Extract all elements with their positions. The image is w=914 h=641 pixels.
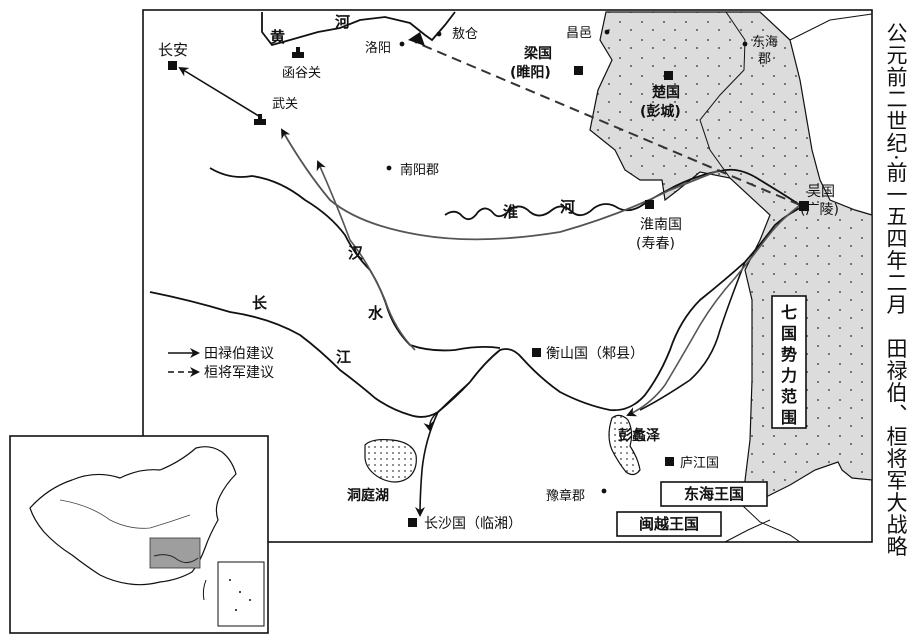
pengli-lake (608, 414, 641, 476)
route-huan-to-luoyang (414, 41, 801, 206)
marker-yuzhangjun (601, 488, 607, 494)
label-hengshan: 衡山国（邾县） (546, 346, 644, 362)
river-label-huang-2: 河 (335, 13, 350, 31)
route-tian-yangtze (626, 204, 801, 417)
label-changsha: 长沙国（临湘） (424, 516, 522, 532)
side-title: 公元前二世纪·前一五四年二月 田禄伯、桓将军大战略 (884, 22, 908, 558)
marker-lujiang (665, 457, 674, 466)
donghai-wang-label: 东海王国 (684, 485, 744, 503)
inset-taiwan (202, 579, 207, 601)
label-wu-2: (广陵) (800, 202, 839, 218)
seven-states-char-1: 七 (781, 303, 797, 322)
dongting-lake (364, 438, 417, 483)
route-tian-to-wuguan (281, 128, 721, 241)
yangtze-river (149, 204, 807, 418)
label-luoyang: 洛阳 (365, 41, 391, 56)
marker-huainan (645, 200, 654, 209)
minyue-border-2 (724, 519, 771, 543)
seven-states-box: 七 国 势 力 范 围 (771, 295, 807, 429)
seven-states-char-3: 势 (781, 345, 797, 364)
marker-nanyangjun (386, 165, 392, 171)
route-tian-to-dongting (423, 381, 471, 432)
river-label-chang-1: 长 (252, 294, 268, 312)
legend-solid-label: 田禄伯建议 (204, 346, 274, 362)
marker-liang (574, 66, 583, 75)
label-chu-2: (彭城) (640, 103, 681, 120)
inset-highlight (149, 537, 201, 569)
chu-border (699, 11, 746, 179)
route-tian-han (316, 160, 416, 351)
label-chu-1: 楚国 (651, 84, 680, 101)
marker-wu (799, 201, 809, 211)
label-wuguan: 武关 (272, 97, 298, 112)
label-liang-1: 梁国 (523, 45, 552, 62)
marker-changyi (604, 29, 610, 35)
river-label-huai-2: 河 (560, 198, 575, 216)
inset-map (9, 435, 269, 634)
label-wu-1: 吴国 (807, 184, 835, 200)
river-label-chang-2: 江 (336, 348, 351, 366)
inset-china-outline (29, 446, 237, 586)
marker-chu (664, 71, 673, 80)
marker-hengshan (532, 348, 541, 357)
route-huan-arrowhead (408, 32, 425, 46)
marker-donghaijun (742, 41, 748, 47)
marker-hanguguan (292, 47, 304, 58)
river-label-han-1: 汉 (348, 244, 364, 262)
marker-luoyang (399, 41, 405, 47)
inset-river (153, 554, 199, 564)
minyue-wang-label: 闽越王国 (639, 515, 699, 533)
coast-border (789, 13, 873, 41)
seven-states-char-4: 力 (781, 366, 797, 385)
label-liang-2: (睢阳) (510, 64, 551, 81)
seven-states-char-5: 范 (781, 387, 797, 406)
river-label-han-2: 水 (368, 304, 384, 322)
label-donghaijun-1: 东海 (752, 35, 778, 50)
marker-aocang (436, 31, 442, 37)
inset-province-lines (59, 499, 191, 529)
route-tian-to-changan (178, 66, 263, 119)
label-changan: 长安 (158, 41, 188, 59)
label-dongting: 洞庭湖 (347, 487, 389, 504)
minyue-border (741, 504, 801, 543)
minyue-wang-box: 闽越王国 (616, 511, 722, 537)
river-label-huai-1: 淮 (503, 203, 518, 221)
label-changyi: 昌邑 (566, 26, 592, 41)
seven-states-char-6: 围 (781, 408, 797, 427)
inset-south-sea-box (217, 561, 265, 627)
marker-changan (168, 61, 177, 70)
river-label-huang-1: 黄 (270, 28, 285, 46)
marker-changsha (408, 518, 417, 527)
label-lujiang: 庐江国 (680, 456, 719, 471)
label-huainan-1: 淮南国 (640, 217, 682, 233)
label-pengli: 彭蠡泽 (618, 427, 660, 444)
legend-dashed-label: 桓将军建议 (204, 365, 274, 381)
label-yuzhangjun: 豫章郡 (546, 488, 585, 504)
yangtze-branch (639, 261, 746, 411)
label-aocang: 敖仓 (452, 26, 478, 42)
marker-wuguan (254, 114, 266, 125)
yellow-river (261, 11, 456, 47)
label-huainan-2: (寿春) (636, 235, 675, 252)
label-nanyangjun: 南阳郡 (400, 162, 439, 178)
seven-states-char-2: 国 (781, 324, 797, 343)
label-hanguguan: 函谷关 (282, 66, 321, 81)
legend: 田禄伯建议 桓将军建议 (168, 346, 274, 381)
label-donghaijun-2: 郡 (758, 52, 771, 67)
donghai-wang-box: 东海王国 (660, 481, 768, 507)
